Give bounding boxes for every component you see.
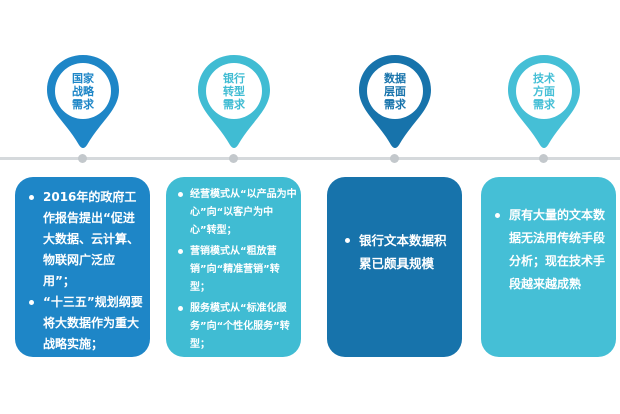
map-pin-icon <box>359 55 431 148</box>
card-national-strategy: 2016年的政府工作报告提出“促进大数据、云计算、物联网广泛应用”； “十三五”… <box>15 177 150 357</box>
pin-data-level: 数据 层面 需求 <box>356 52 434 150</box>
timeline-line <box>0 157 620 160</box>
timeline-dot <box>390 154 399 163</box>
pin-label: 银行 转型 需求 <box>223 72 245 111</box>
bullet-list: 经营模式从“以产品为中心”向“以客户为中心”转型； 营销模式从“粗放营销”向“精… <box>178 186 297 354</box>
map-pin-icon <box>508 55 580 148</box>
timeline-dot <box>539 154 548 163</box>
bullet-list: 银行文本数据积累已颇具规模 <box>345 229 454 275</box>
bullet-item: 经营模式从“以产品为中心”向“以客户为中心”转型； <box>178 186 297 240</box>
bullet-item: 服务模式从“标准化服务”向“个性化服务”转型； <box>178 300 297 354</box>
pin-technology: 技术 方面 需求 <box>505 52 583 150</box>
bullet-item: 营销模式从“粗放营销”向“精准营销”转型； <box>178 243 297 297</box>
bullet-list: 2016年的政府工作报告提出“促进大数据、云计算、物联网广泛应用”； “十三五”… <box>29 187 144 355</box>
bullet-item: “十三五”规划纲要将大数据作为重大战略实施； <box>29 292 144 355</box>
bullet-item: 银行文本数据积累已颇具规模 <box>345 229 454 275</box>
bullet-list: 原有大量的文本数据无法用传统手段分析；现在技术手段越来越成熟 <box>495 204 610 296</box>
card-data-level: 银行文本数据积累已颇具规模 <box>327 177 462 357</box>
pin-label: 数据 层面 需求 <box>384 72 406 111</box>
map-pin-icon <box>47 55 119 148</box>
map-pin-icon <box>198 55 270 148</box>
timeline-dot <box>229 154 238 163</box>
bullet-item: 原有大量的文本数据无法用传统手段分析；现在技术手段越来越成熟 <box>495 204 610 296</box>
card-technology: 原有大量的文本数据无法用传统手段分析；现在技术手段越来越成熟 <box>481 177 616 357</box>
pin-national-strategy: 国家 战略 需求 <box>44 52 122 150</box>
pin-label: 国家 战略 需求 <box>72 72 94 111</box>
bullet-item: 2016年的政府工作报告提出“促进大数据、云计算、物联网广泛应用”； <box>29 187 144 292</box>
card-bank-transformation: 经营模式从“以产品为中心”向“以客户为中心”转型； 营销模式从“粗放营销”向“精… <box>166 177 301 357</box>
pin-bank-transformation: 银行 转型 需求 <box>195 52 273 150</box>
timeline-dot <box>78 154 87 163</box>
pin-label: 技术 方面 需求 <box>533 72 555 111</box>
